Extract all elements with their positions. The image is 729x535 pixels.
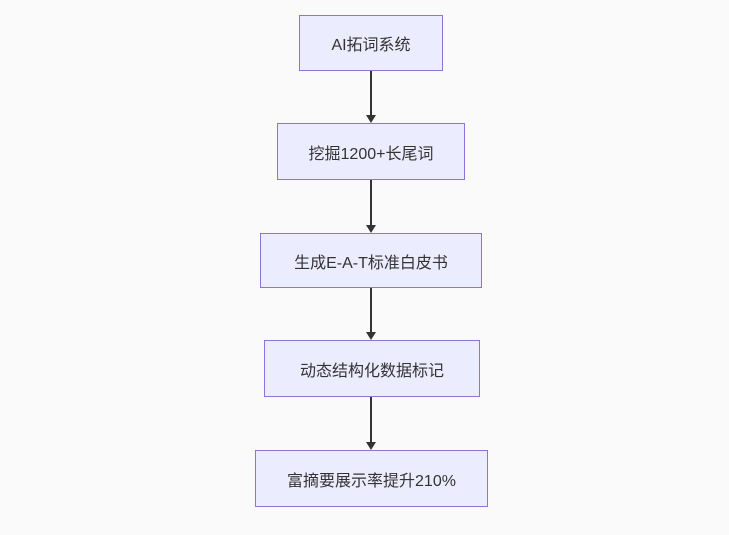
edge-line bbox=[370, 288, 372, 333]
flowchart-edge-a-b bbox=[365, 71, 377, 123]
flowchart-node-rich-snippet-result: 富摘要展示率提升210% bbox=[255, 450, 488, 507]
arrowhead-down-icon bbox=[366, 225, 376, 233]
flowchart-node-structured-data: 动态结构化数据标记 bbox=[264, 340, 480, 397]
edge-line bbox=[370, 180, 372, 226]
edge-line bbox=[370, 71, 372, 116]
flowchart-node-eat-whitepaper: 生成E-A-T标准白皮书 bbox=[260, 233, 482, 288]
flowchart-node-longtail-keywords: 挖掘1200+长尾词 bbox=[277, 123, 465, 180]
flowchart-edge-b-c bbox=[365, 180, 377, 233]
flowchart-edge-c-d bbox=[365, 288, 377, 340]
flowchart-edge-d-e bbox=[365, 397, 377, 450]
arrowhead-down-icon bbox=[366, 115, 376, 123]
arrowhead-down-icon bbox=[366, 442, 376, 450]
edge-line bbox=[370, 397, 372, 443]
flowchart-node-ai-system: AI拓词系统 bbox=[299, 15, 443, 71]
arrowhead-down-icon bbox=[366, 332, 376, 340]
